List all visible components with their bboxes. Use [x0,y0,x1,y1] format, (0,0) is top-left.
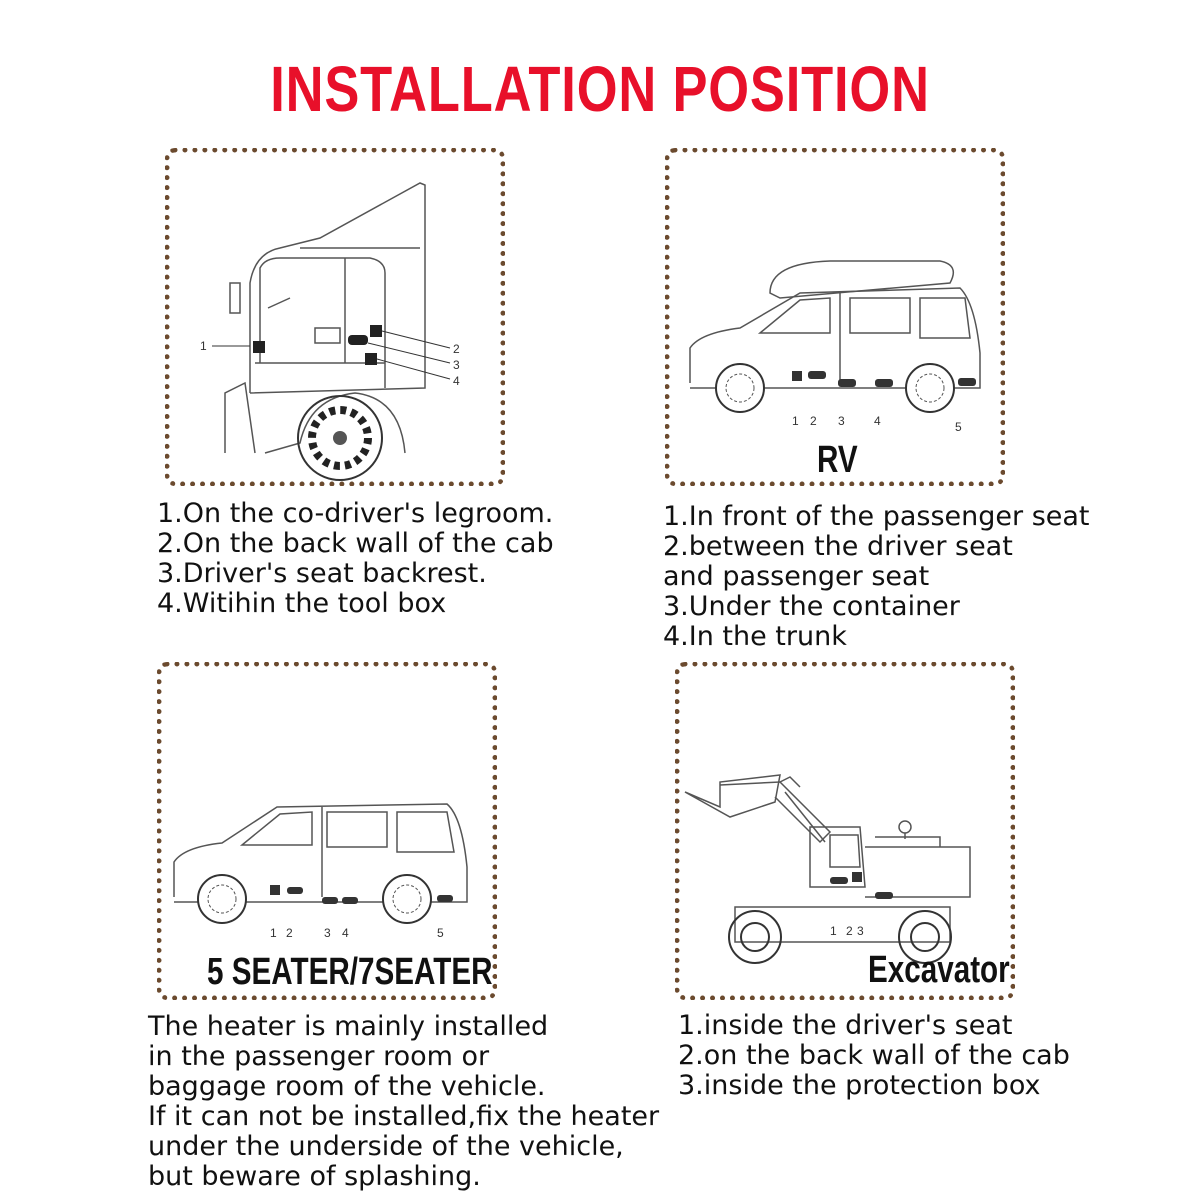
rv-marker-2: 2 [810,414,817,428]
truck-marker-3: 3 [453,358,460,372]
rv-line-1: 1.In front of the passenger seat [663,501,1090,532]
excavator-diagram-panel: 1 2 3 Excavator [675,662,1015,1000]
seater-line-3: baggage room of the vehicle. [148,1071,546,1102]
rv-marker-3: 3 [838,414,845,428]
seater-marker-2: 2 [286,926,293,940]
rv-caption: RV [817,439,858,481]
truck-marker-2: 2 [453,342,460,356]
seater-line-1: The heater is mainly installed [148,1011,549,1042]
rv-marker-1: 1 [792,414,799,428]
truck-line-4: 4.Witihin the tool box [157,588,447,619]
truck-diagram-panel: 1 2 3 4 [165,148,505,486]
rv-line-5: 4.In the trunk [663,621,847,652]
seater-description: The heater is mainly installed in the pa… [148,1012,659,1192]
seater-marker-1: 1 [270,926,277,940]
rv-description: 1.In front of the passenger seat 2.betwe… [663,502,1090,652]
excavator-line-2: 2.on the back wall of the cab [678,1040,1070,1071]
seater-caption: 5 SEATER/7SEATER [207,951,493,993]
excavator-illustration: 1 2 3 [684,774,971,964]
rv-line-3: and passenger seat [663,561,930,592]
excavator-caption: Excavator [868,949,1010,991]
truck-marker-1: 1 [200,339,207,353]
seater-line-4: If it can not be installed,fix the heate… [148,1101,660,1132]
seater-marker-3: 3 [324,926,331,940]
excavator-line-3: 3.inside the protection box [678,1070,1041,1101]
heater-markers [253,325,382,365]
seater-diagram-panel: 1 2 3 4 5 5 SEATER/7SEATER [157,662,497,1000]
minivan-illustration: 1 2 3 4 5 [173,803,468,940]
truck-wheel-icon [297,395,383,481]
truck-line-2: 2.On the back wall of the cab [157,528,554,559]
excavator-description: 1.inside the driver's seat 2.on the back… [678,1011,1070,1101]
truck-description: 1.On the co-driver's legroom. 2.On the b… [157,499,554,619]
rv-illustration: 1 2 3 4 5 [689,260,981,434]
truck-line-3: 3.Driver's seat backrest. [157,558,487,589]
rv-marker-5: 5 [955,420,962,434]
truck-line-1: 1.On the co-driver's legroom. [157,498,554,529]
rv-diagram-panel: 1 2 3 4 5 RV [665,148,1005,486]
seater-line-5: under the underside of the vehicle, [148,1131,624,1162]
seater-marker-4: 4 [342,926,349,940]
excavator-marker-3: 3 [857,924,864,938]
excavator-marker-2: 2 [846,924,853,938]
seater-line-6: but beware of splashing. [148,1161,481,1192]
rv-marker-4: 4 [874,414,881,428]
excavator-line-1: 1.inside the driver's seat [678,1010,1013,1041]
rv-line-2: 2.between the driver seat [663,531,1013,562]
seater-line-2: in the passenger room or [148,1041,490,1072]
truck-marker-4: 4 [453,374,460,388]
seater-marker-5: 5 [437,926,444,940]
excavator-marker-1: 1 [830,924,837,938]
rv-line-4: 3.Under the container [663,591,960,622]
page-title: INSTALLATION POSITION [270,53,930,125]
truck-illustration: 1 2 3 4 [200,182,460,481]
